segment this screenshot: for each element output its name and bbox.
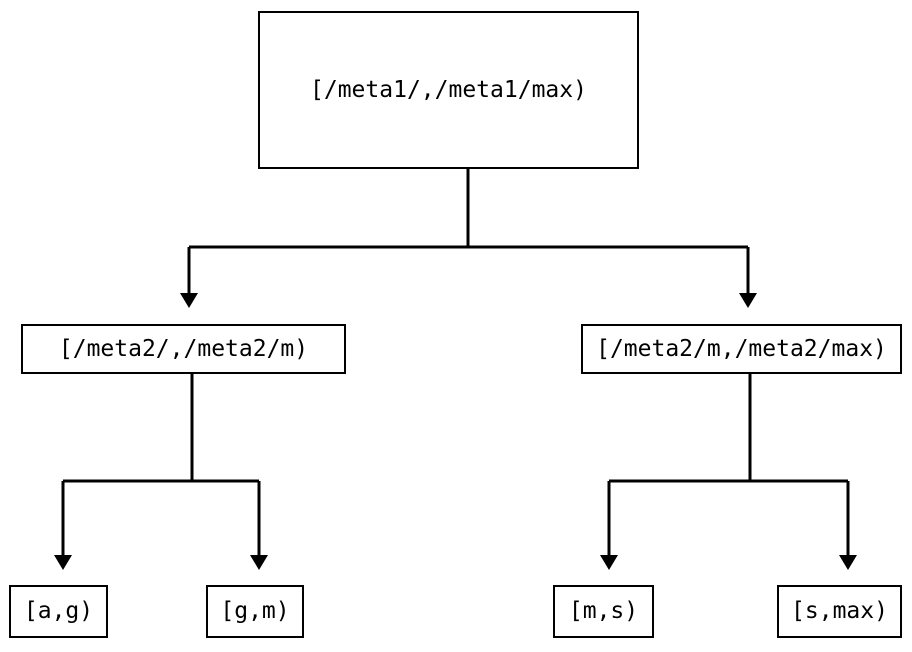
arrowhead-to-mid-left xyxy=(180,293,198,308)
node-leaf-g-m[interactable]: [g,m) xyxy=(206,585,304,638)
arrowhead-to-mid-right xyxy=(739,293,757,308)
node-mid-left[interactable]: [/meta2/,/meta2/m) xyxy=(21,324,346,374)
arrowhead-to-leaf-m-s xyxy=(600,555,618,570)
node-root[interactable]: [/meta1/,/meta1/max) xyxy=(258,11,639,169)
node-mid-right[interactable]: [/meta2/m,/meta2/max) xyxy=(581,324,902,374)
node-leaf-m-s[interactable]: [m,s) xyxy=(553,585,654,638)
node-leaf-a-g[interactable]: [a,g) xyxy=(9,585,108,638)
arrowhead-to-leaf-s-max xyxy=(839,555,857,570)
arrowhead-to-leaf-a-g xyxy=(54,555,72,570)
arrowhead-to-leaf-g-m xyxy=(250,555,268,570)
node-leaf-s-max[interactable]: [s,max) xyxy=(777,585,902,638)
